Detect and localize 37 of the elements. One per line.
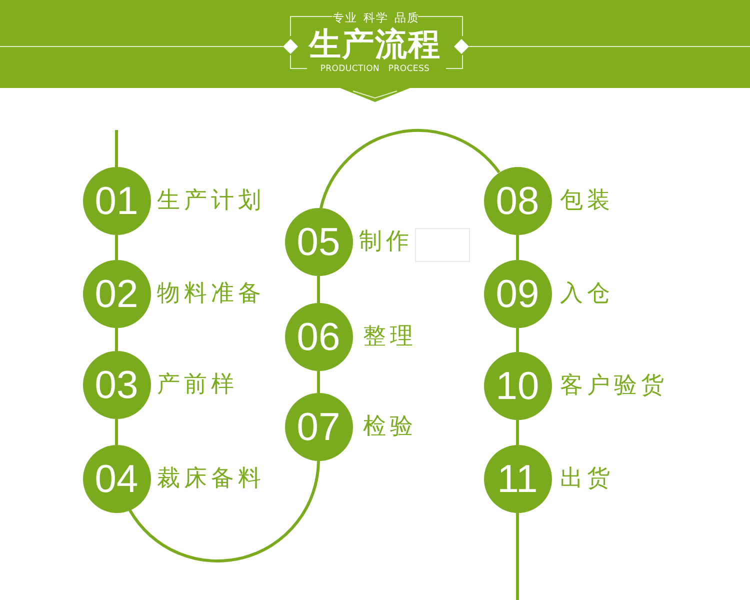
step-circle: 04 xyxy=(82,445,150,513)
step-label: 产前样 xyxy=(157,374,238,396)
connector-line xyxy=(115,419,118,445)
step-label: 出货 xyxy=(560,468,614,490)
step-circle: 01 xyxy=(82,167,150,235)
connector-line xyxy=(115,235,118,260)
connector-line xyxy=(317,371,320,393)
subtitle: 专业 科学 品质 xyxy=(332,12,420,24)
connector-line xyxy=(115,130,118,167)
connector-line xyxy=(516,420,519,445)
step-circle: 11 xyxy=(484,445,552,513)
title: 生产流程 xyxy=(309,28,441,60)
step-circle: 03 xyxy=(82,351,150,419)
step-label: 入仓 xyxy=(560,282,614,306)
connector-line xyxy=(115,328,118,351)
connector-line xyxy=(516,328,519,352)
step-circle: 09 xyxy=(484,260,552,328)
step-label: 制作 xyxy=(359,230,413,254)
step-circle: 10 xyxy=(484,352,552,420)
curved-connector xyxy=(128,460,320,562)
connector-line xyxy=(317,276,320,303)
step-circle: 06 xyxy=(284,303,352,371)
step-label: 物料准备 xyxy=(157,282,265,306)
curved-connector xyxy=(320,129,500,209)
step-circle: 05 xyxy=(284,208,352,276)
connector-line xyxy=(516,513,519,600)
connector-line xyxy=(516,235,519,260)
step-label: 包装 xyxy=(560,190,614,212)
step-label: 整理 xyxy=(363,326,417,348)
step-label: 生产计划 xyxy=(157,190,265,212)
step-label: 客户验货 xyxy=(560,374,668,398)
step-label: 裁床备料 xyxy=(157,468,265,490)
subtitle: PRODUCTION PROCESS xyxy=(320,64,430,74)
step-label: 检验 xyxy=(363,416,417,438)
step-circle: 07 xyxy=(284,393,352,461)
step-circle: 08 xyxy=(484,167,552,235)
step-circle: 02 xyxy=(82,260,150,328)
